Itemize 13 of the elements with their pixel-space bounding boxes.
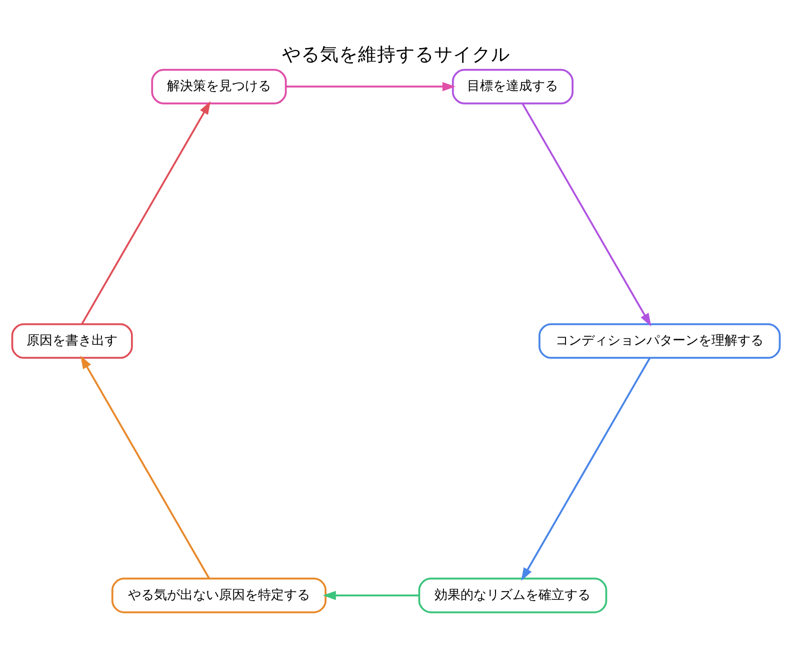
arrow bbox=[80, 355, 210, 578]
node-box: 目標を達成する bbox=[452, 68, 574, 104]
arrow bbox=[81, 100, 211, 324]
node-box: やる気が出ない原因を特定する bbox=[111, 577, 326, 613]
node-box: コンディションパターンを理解する bbox=[538, 322, 781, 358]
arrow bbox=[521, 357, 651, 580]
node-box: 原因を書き出す bbox=[11, 322, 133, 358]
node-box: 効果的なリズムを確立する bbox=[418, 577, 608, 613]
diagram-title: やる気を維持するサイクル bbox=[282, 44, 510, 65]
node-box: 解決策を見つける bbox=[151, 68, 287, 104]
arrow bbox=[322, 590, 419, 600]
arrow bbox=[286, 82, 456, 91]
arrow bbox=[522, 102, 652, 326]
